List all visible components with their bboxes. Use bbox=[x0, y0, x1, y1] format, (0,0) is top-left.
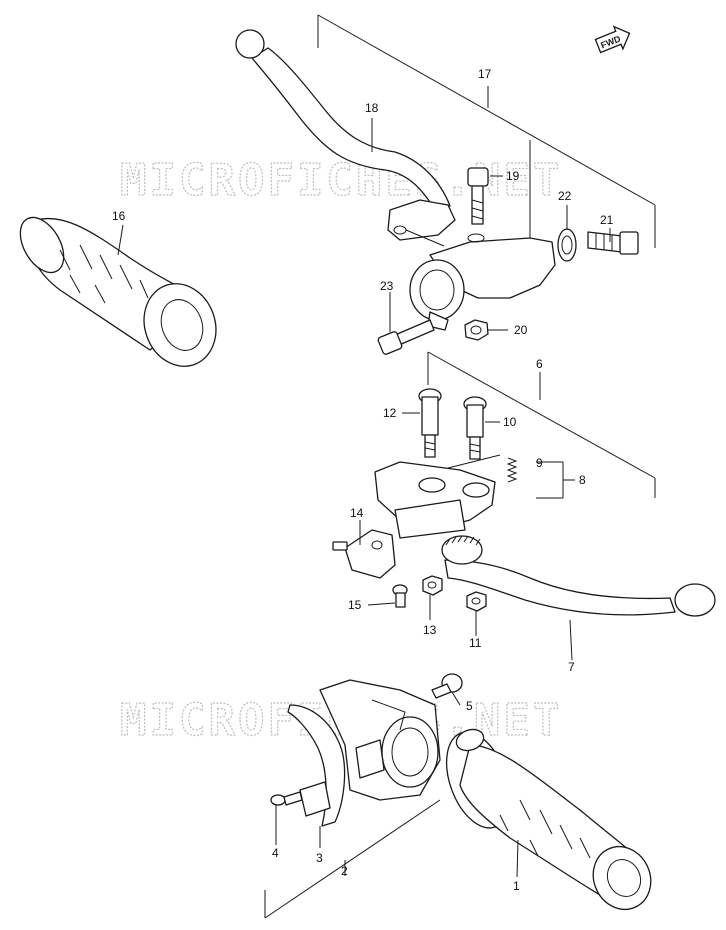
callout-9: 9 bbox=[536, 456, 543, 470]
bolt-12 bbox=[418, 388, 442, 458]
nut-11 bbox=[466, 591, 487, 612]
callout-17: 17 bbox=[478, 67, 492, 81]
throttle-grip-1 bbox=[445, 728, 652, 910]
callout-20: 20 bbox=[514, 323, 528, 337]
callout-19: 19 bbox=[506, 169, 520, 183]
callout-6: 6 bbox=[536, 357, 543, 371]
lever-18 bbox=[235, 29, 456, 241]
callout-14: 14 bbox=[350, 506, 364, 520]
callout-18: 18 bbox=[365, 101, 379, 115]
watermark-top: MICROFICHES.NET bbox=[120, 155, 562, 206]
nut-13 bbox=[422, 575, 443, 596]
lever-7 bbox=[441, 535, 716, 617]
callout-12: 12 bbox=[383, 406, 397, 420]
grip-16 bbox=[19, 216, 217, 367]
callout-labels: 1 2 3 4 5 6 7 8 9 10 11 12 13 14 15 16 1… bbox=[112, 67, 614, 893]
callout-8: 8 bbox=[579, 473, 586, 487]
adjuster-22 bbox=[557, 228, 577, 262]
screw-4 bbox=[270, 791, 303, 806]
fwd-arrow-icon: FWD bbox=[594, 25, 631, 54]
callout-21: 21 bbox=[600, 213, 614, 227]
callout-2: 2 bbox=[341, 864, 348, 878]
callout-16: 16 bbox=[112, 209, 126, 223]
bracket-2 bbox=[264, 799, 441, 919]
bolt-19 bbox=[467, 167, 489, 225]
screw-21 bbox=[587, 231, 639, 255]
callout-15: 15 bbox=[348, 598, 362, 612]
callout-10: 10 bbox=[503, 415, 517, 429]
callout-11: 11 bbox=[469, 636, 482, 650]
spring-9 bbox=[506, 457, 518, 483]
callout-13: 13 bbox=[423, 623, 437, 637]
bolt-10 bbox=[463, 396, 487, 460]
switch-14 bbox=[332, 529, 396, 579]
switch-housing-2 bbox=[319, 679, 441, 801]
lever-holder-6 bbox=[374, 454, 501, 539]
cover-3 bbox=[287, 704, 346, 827]
bracket-17 bbox=[317, 14, 656, 248]
leaders bbox=[117, 118, 611, 878]
callout-1: 1 bbox=[513, 879, 520, 893]
lever-perch bbox=[405, 229, 556, 331]
screw-15 bbox=[392, 584, 408, 608]
bolt-23 bbox=[377, 319, 435, 355]
callout-22: 22 bbox=[558, 189, 572, 203]
callout-5: 5 bbox=[466, 699, 473, 713]
screw-5 bbox=[431, 673, 463, 699]
callout-3: 3 bbox=[316, 851, 323, 865]
callout-7: 7 bbox=[568, 660, 575, 674]
bracket-6 bbox=[427, 351, 656, 499]
callout-4: 4 bbox=[272, 846, 279, 860]
nut-20 bbox=[464, 319, 489, 341]
callout-23: 23 bbox=[380, 279, 394, 293]
